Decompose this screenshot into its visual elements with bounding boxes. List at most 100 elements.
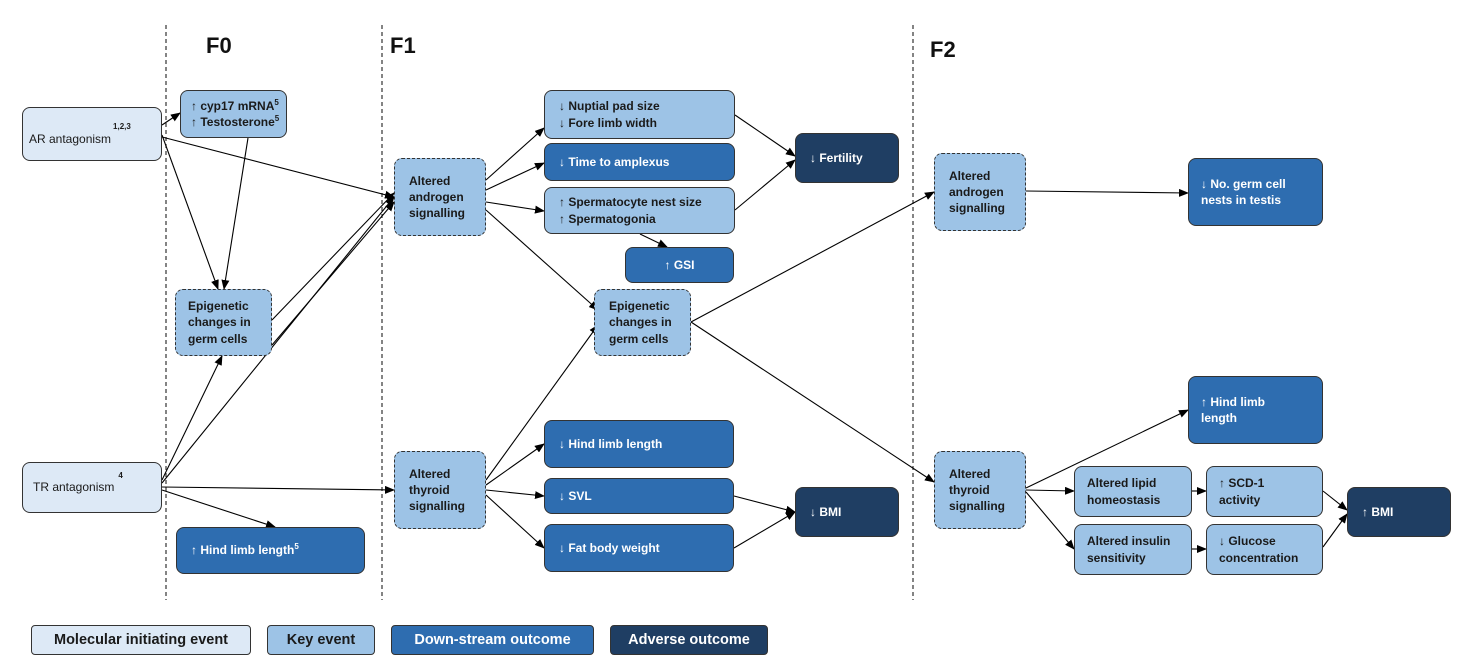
f2-bmi-label: ↑ BMI — [1362, 504, 1394, 519]
f1-androgen-line-2: androgen — [409, 189, 464, 204]
f2-thyroid-line-3: signalling — [949, 499, 1006, 514]
f1-epigenetic-line-1: Epigenetic — [609, 299, 670, 314]
tr-antagonism-event: TR antagonism4 — [22, 462, 162, 513]
arrow-tr-to-f1-thyroid — [161, 485, 395, 494]
fat-body-weight-outcome: ↓ Fat body weight — [544, 524, 734, 572]
f1-bmi-adverse-outcome: ↓ BMI — [795, 487, 899, 537]
insulin-line-1: Altered insulin — [1087, 534, 1171, 549]
f2-androgen-line-2: androgen — [949, 184, 1004, 199]
arrow-scd1-to-bmi — [1322, 490, 1348, 511]
f1-androgen-line-3: signalling — [409, 206, 466, 221]
f2-thyroid-line-2: thyroid — [949, 482, 990, 497]
arrow-nuptial-to-fertility — [734, 114, 796, 157]
f1-altered-thyroid-signalling-event: Altered thyroid signalling — [394, 451, 486, 529]
f2-hind-limb-line-1: ↑ Hind limb — [1201, 394, 1265, 409]
generation-label-f1: F1 — [390, 33, 416, 58]
arrow-tr-to-f0-hind-limb — [161, 489, 276, 529]
arrow-ar-to-f1-androgen — [161, 136, 395, 199]
f0-hind-limb-outcome: ↑ Hind limb length5 — [176, 527, 365, 574]
f0-epigenetic-line-1: Epigenetic — [188, 299, 249, 314]
arrow-f0-epigenetic-to-f1-androgen-b — [271, 201, 395, 346]
testosterone-ref: 5 — [274, 114, 280, 123]
arrow-thyroid-to-f1-epigenetic — [485, 324, 599, 481]
arrow-f0-epigenetic-to-f1-androgen — [271, 192, 395, 321]
f2-altered-androgen-signalling-event: Altered androgen signalling — [934, 153, 1026, 231]
spermatocyte-label: ↑ Spermatocyte nest size — [559, 195, 702, 210]
time-to-amplexus-outcome: ↓ Time to amplexus — [544, 143, 735, 181]
fertility-label: ↓ Fertility — [810, 150, 863, 165]
f1-thyroid-line-1: Altered — [409, 466, 451, 481]
f1-hind-limb-label: ↓ Hind limb length — [559, 436, 663, 451]
arrow-spermatocyte-to-fertility — [734, 159, 796, 211]
arrow-f2-thyroid-to-lipid — [1025, 486, 1075, 495]
glucose-line-2: concentration — [1219, 550, 1299, 565]
tr-antagonism-refs: 4 — [118, 471, 123, 481]
arrow-thyroid-to-svl — [485, 489, 545, 500]
scd1-line-2: activity — [1219, 492, 1261, 507]
legend-adverse-outcome: Adverse outcome — [610, 625, 768, 655]
f2-thyroid-line-1: Altered — [949, 466, 991, 481]
f2-hind-limb-outcome: ↑ Hind limb length — [1188, 376, 1323, 444]
arrow-androgen-to-amplexus — [485, 162, 545, 191]
tr-antagonism-label: TR antagonism — [33, 480, 115, 495]
cyp17-ref: 5 — [274, 97, 279, 107]
amplexus-label: ↓ Time to amplexus — [559, 154, 670, 169]
arrow-fat-body-to-bmi — [733, 511, 796, 549]
f2-bmi-adverse-outcome: ↑ BMI — [1347, 487, 1451, 537]
f0-epigenetic-line-3: germ cells — [188, 331, 248, 346]
arrow-cyp17-to-f0-epigenetic — [221, 137, 249, 290]
glucose-concentration-event: ↓ Glucose concentration — [1206, 524, 1323, 575]
scd1-activity-event: ↑ SCD-1 activity — [1206, 466, 1323, 517]
f1-epigenetic-changes-event: Epigenetic changes in germ cells — [594, 289, 691, 356]
scd1-line-1: ↑ SCD-1 — [1219, 476, 1265, 491]
nuptial-pad-label: ↓ Nuptial pad size — [559, 99, 660, 114]
f1-hind-limb-outcome: ↓ Hind limb length — [544, 420, 734, 468]
fat-body-label: ↓ Fat body weight — [559, 540, 660, 555]
f1-epigenetic-line-3: germ cells — [609, 331, 669, 346]
arrow-thyroid-to-fat-body — [485, 494, 545, 549]
f1-epigenetic-line-2: changes in — [609, 315, 672, 330]
germ-cell-nests-outcome: ↓ No. germ cell nests in testis — [1188, 158, 1323, 226]
f2-altered-thyroid-signalling-event: Altered thyroid signalling — [934, 451, 1026, 529]
arrow-ar-to-cyp17 — [161, 112, 181, 126]
arrow-f1-epigenetic-to-f2-thyroid — [690, 321, 935, 483]
arrow-ar-to-f0-epigenetic — [161, 134, 219, 290]
germ-cell-line-1: ↓ No. germ cell — [1201, 176, 1286, 191]
legend-down-stream-outcome: Down-stream outcome — [391, 625, 594, 655]
f1-altered-androgen-signalling-event: Altered androgen signalling — [394, 158, 486, 236]
cyp17-label: ↑ cyp17 mRNA — [191, 98, 275, 113]
spermatogonia-label: ↑ Spermatogonia — [559, 211, 656, 226]
f2-androgen-line-1: Altered — [949, 168, 991, 183]
f0-epigenetic-changes-event: Epigenetic changes in germ cells — [175, 289, 272, 356]
arrow-tr-to-f1-androgen — [161, 196, 395, 484]
arrow-f1-epigenetic-to-f2-androgen — [690, 191, 935, 323]
arrow-tr-to-f0-epigenetic — [161, 355, 223, 481]
ar-antagonism-refs: 1,2,3 — [113, 121, 131, 131]
arrow-androgen-to-spermatocyte — [485, 201, 545, 214]
arrow-f2-thyroid-to-hind-limb — [1025, 409, 1189, 489]
ar-antagonism-label: AR antagonism — [29, 131, 112, 146]
f2-hind-limb-line-2: length — [1201, 411, 1237, 425]
f0-hind-limb-ref: 5 — [294, 542, 299, 552]
altered-lipid-homeostasis-event: Altered lipid homeostasis — [1074, 466, 1192, 517]
cyp17-testosterone-event: ↑ cyp17 mRNA5 ↑ Testosterone5 — [180, 90, 287, 138]
fore-limb-label: ↓ Fore limb width — [559, 115, 657, 130]
svl-outcome: ↓ SVL — [544, 478, 734, 514]
generation-label-f0: F0 — [206, 33, 232, 58]
spermatocyte-spermatogonia-event: ↑ Spermatocyte nest size ↑ Spermatogonia — [544, 187, 735, 234]
testosterone-label: ↑ Testosterone — [191, 115, 275, 129]
svl-label: ↓ SVL — [559, 488, 592, 503]
altered-insulin-sensitivity-event: Altered insulin sensitivity — [1074, 524, 1192, 575]
arrow-thyroid-to-f1-hind-limb — [485, 443, 545, 486]
arrow-f2-thyroid-to-insulin — [1025, 491, 1075, 550]
gsi-label: ↑ GSI — [664, 257, 695, 272]
f1-fertility-adverse-outcome: ↓ Fertility — [795, 133, 899, 183]
legend-molecular-initiating-event: Molecular initiating event — [31, 625, 251, 655]
insulin-line-2: sensitivity — [1087, 550, 1146, 565]
nuptial-pad-fore-limb-event: ↓ Nuptial pad size ↓ Fore limb width — [544, 90, 735, 139]
f1-bmi-label: ↓ BMI — [810, 504, 842, 519]
arrow-androgen-to-nuptial — [485, 127, 545, 181]
legend-key-event: Key event — [267, 625, 375, 655]
arrow-group — [161, 112, 1348, 553]
